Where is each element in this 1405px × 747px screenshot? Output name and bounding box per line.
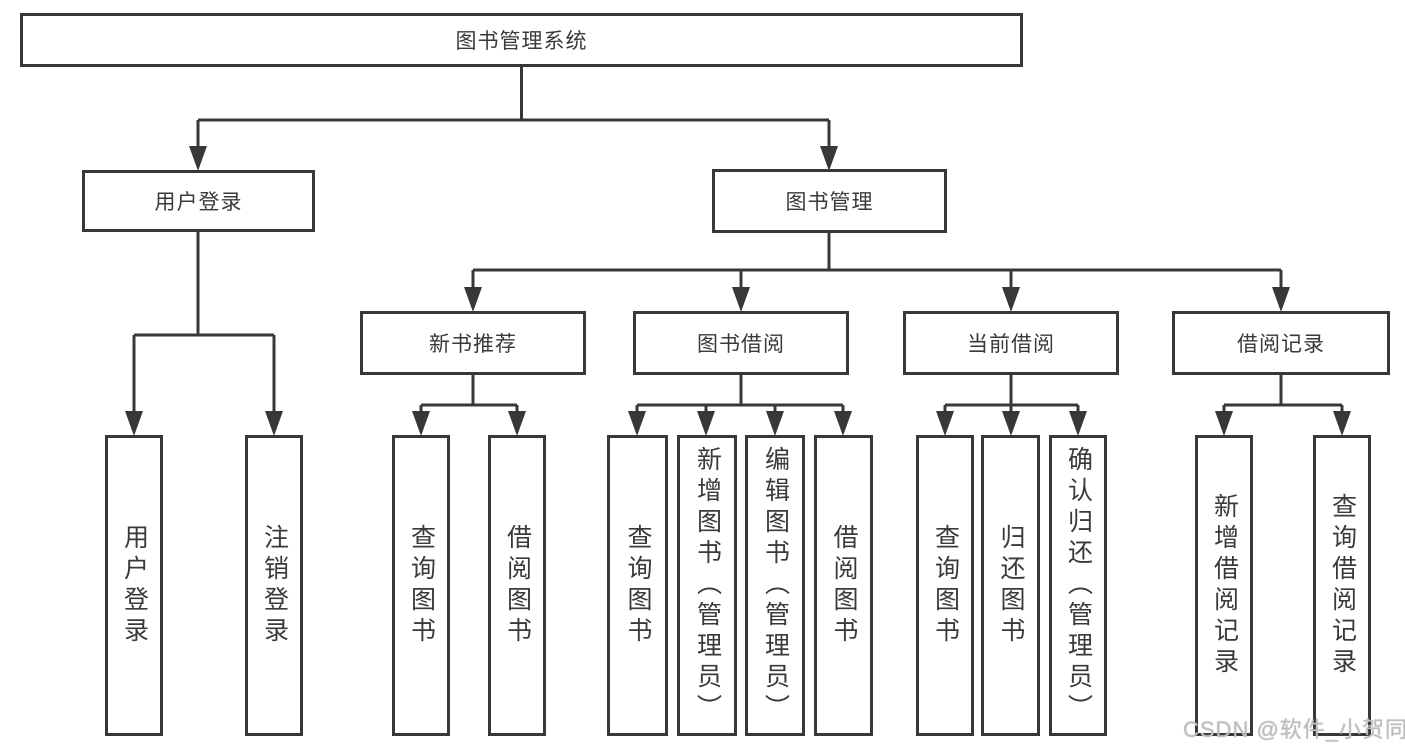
node-leaf-add-borrow-record: 新增借阅记录 [1195,435,1253,736]
node-label: 查询借阅记录 [1328,492,1357,679]
csdn-watermark: CSDN @软件_小贺同学 [1183,717,1405,742]
node-label: 编辑图书（管理员） [761,446,790,725]
node-new-book-recommend: 新书推荐 [360,311,586,375]
node-label: 新书推荐 [429,333,517,356]
node-label: 图书管理系统 [455,30,588,53]
node-leaf-user-login: 用户登录 [105,435,163,736]
node-book-borrow: 图书借阅 [633,311,849,375]
node-label: 图书借阅 [697,333,785,356]
node-label: 注销登录 [260,523,289,648]
node-current-borrow: 当前借阅 [903,311,1119,375]
node-user-login-branch: 用户登录 [82,170,315,232]
node-book-management-branch: 图书管理 [712,169,947,233]
node-label: 当前借阅 [967,333,1055,356]
node-borrow-record: 借阅记录 [1172,311,1390,375]
node-library-management-system: 图书管理系统 [20,13,1023,67]
node-leaf-query-books-borrow: 查询图书 [607,435,668,736]
node-leaf-query-books-current: 查询图书 [916,435,974,736]
node-label: 借阅图书 [830,523,858,648]
node-label: 查询图书 [931,523,960,648]
node-label: 用户登录 [120,523,149,648]
node-leaf-query-books-recommend: 查询图书 [392,435,450,736]
node-leaf-confirm-return-admin: 确认归还（管理员） [1049,435,1107,736]
node-label: 图书管理 [785,191,874,214]
node-leaf-logout: 注销登录 [245,435,303,736]
node-label: 查询图书 [407,523,436,648]
node-leaf-borrow-book: 借阅图书 [814,435,873,736]
node-leaf-return-book: 归还图书 [981,435,1040,736]
node-label: 确认归还（管理员） [1064,446,1093,725]
node-label: 新增借阅记录 [1210,492,1239,679]
node-label: 借阅记录 [1237,333,1325,356]
node-label: 新增图书（管理员） [693,446,722,725]
node-leaf-borrow-books-recommend: 借阅图书 [488,435,546,736]
node-label: 查询图书 [624,523,652,648]
node-leaf-edit-book-admin: 编辑图书（管理员） [745,435,805,736]
node-label: 归还图书 [997,523,1025,648]
node-leaf-query-borrow-record: 查询借阅记录 [1313,435,1371,736]
node-leaf-add-book-admin: 新增图书（管理员） [677,435,737,736]
node-label: 用户登录 [154,191,243,214]
node-label: 借阅图书 [503,523,532,648]
